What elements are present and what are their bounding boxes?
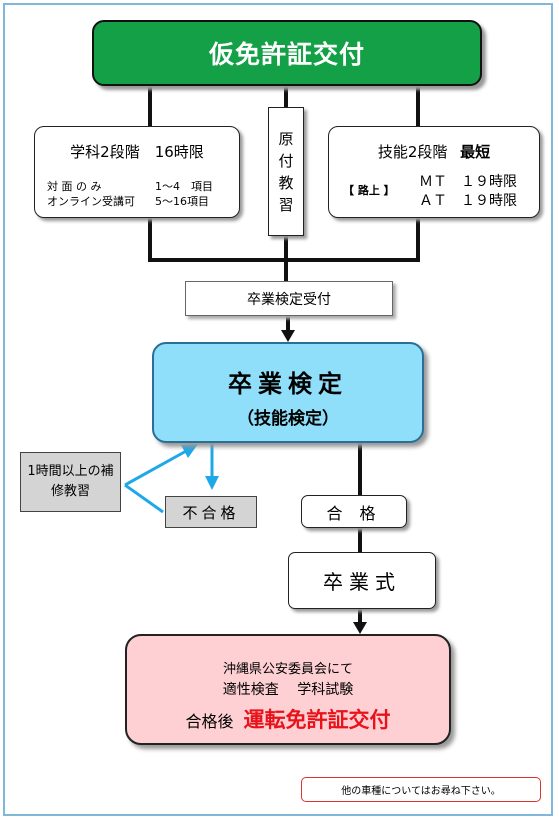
online-value: 5～16項目 [155,195,209,208]
provisional-license-box: 仮免許証交付 [92,20,482,86]
connector-line [284,236,288,282]
arrow-head [281,330,295,342]
connector-line [358,528,362,553]
page-frame [3,3,553,816]
skill-stage2-label: 技能2段階 [377,143,448,161]
graduation-exam-box: 卒業検定 （技能検定） [152,342,424,443]
graduation-exam-reception-box: 卒業検定受付 [185,281,393,316]
connector-line [416,218,420,262]
online-label: オンライン受講可 [47,195,135,208]
shortest-label: 最短 [460,143,491,161]
moped-training-box: 原付教習 [268,107,304,236]
graduation-ceremony-box: 卒業式 [288,552,436,609]
graduation-exam-title: 卒業検定 [228,370,348,398]
arrow-line [124,483,164,514]
arrow-head [353,622,367,634]
academic-stage2-title: 学科2段階 16時限 [70,143,204,161]
arrow-line [124,448,189,487]
remedial-training-label: 1時間以上の補修教習 [27,464,114,499]
at-hours: ＡＴ １９時限 [419,193,517,209]
connector-line [358,443,362,496]
skill-exam-subtitle: （技能検定） [237,409,339,429]
connector-line [148,218,152,262]
aptitude-written-test-text: 適性検査 学科試験 [222,682,354,698]
arrow-head [205,476,219,490]
pass-box: 合 格 [301,495,407,528]
skill-stage2-box: 技能2段階 最短 【 路上 】 ＭＴ １９時限 ＡＴ １９時限 [328,126,540,218]
connector-line [416,86,420,128]
skill-stage2-title: 技能2段階 最短 [329,141,539,162]
in-person-value: 1～4 項目 [155,180,213,193]
remedial-training-box: 1時間以上の補修教習 [20,452,121,512]
other-vehicle-note: 他の車種についてはお尋ね下さい。 [301,777,541,802]
connector-line [148,86,152,128]
drivers-license-issuance-label: 運転免許証交付 [243,708,391,732]
mt-hours: ＭＴ １９時限 [419,174,517,190]
public-safety-commission-text: 沖縄県公安委員会にて [222,662,353,677]
connector-line [284,86,288,108]
issuance-line: 合格後運転免許証交付 [127,704,449,734]
academic-stage2-box: 学科2段階 16時限 対 面 の み 1～4 項目 オンライン受講可 5～16項… [34,126,240,218]
road-label: 【 路上 】 [343,184,395,197]
arrow-head [181,444,198,458]
in-person-label: 対 面 の み [47,180,102,193]
fail-box: 不合格 [165,496,257,528]
license-issuance-box: 沖縄県公安委員会にて 適性検査 学科試験 合格後運転免許証交付 [125,634,451,745]
after-pass-label: 合格後 [185,712,234,731]
moped-training-label: 原付教習 [278,129,294,214]
